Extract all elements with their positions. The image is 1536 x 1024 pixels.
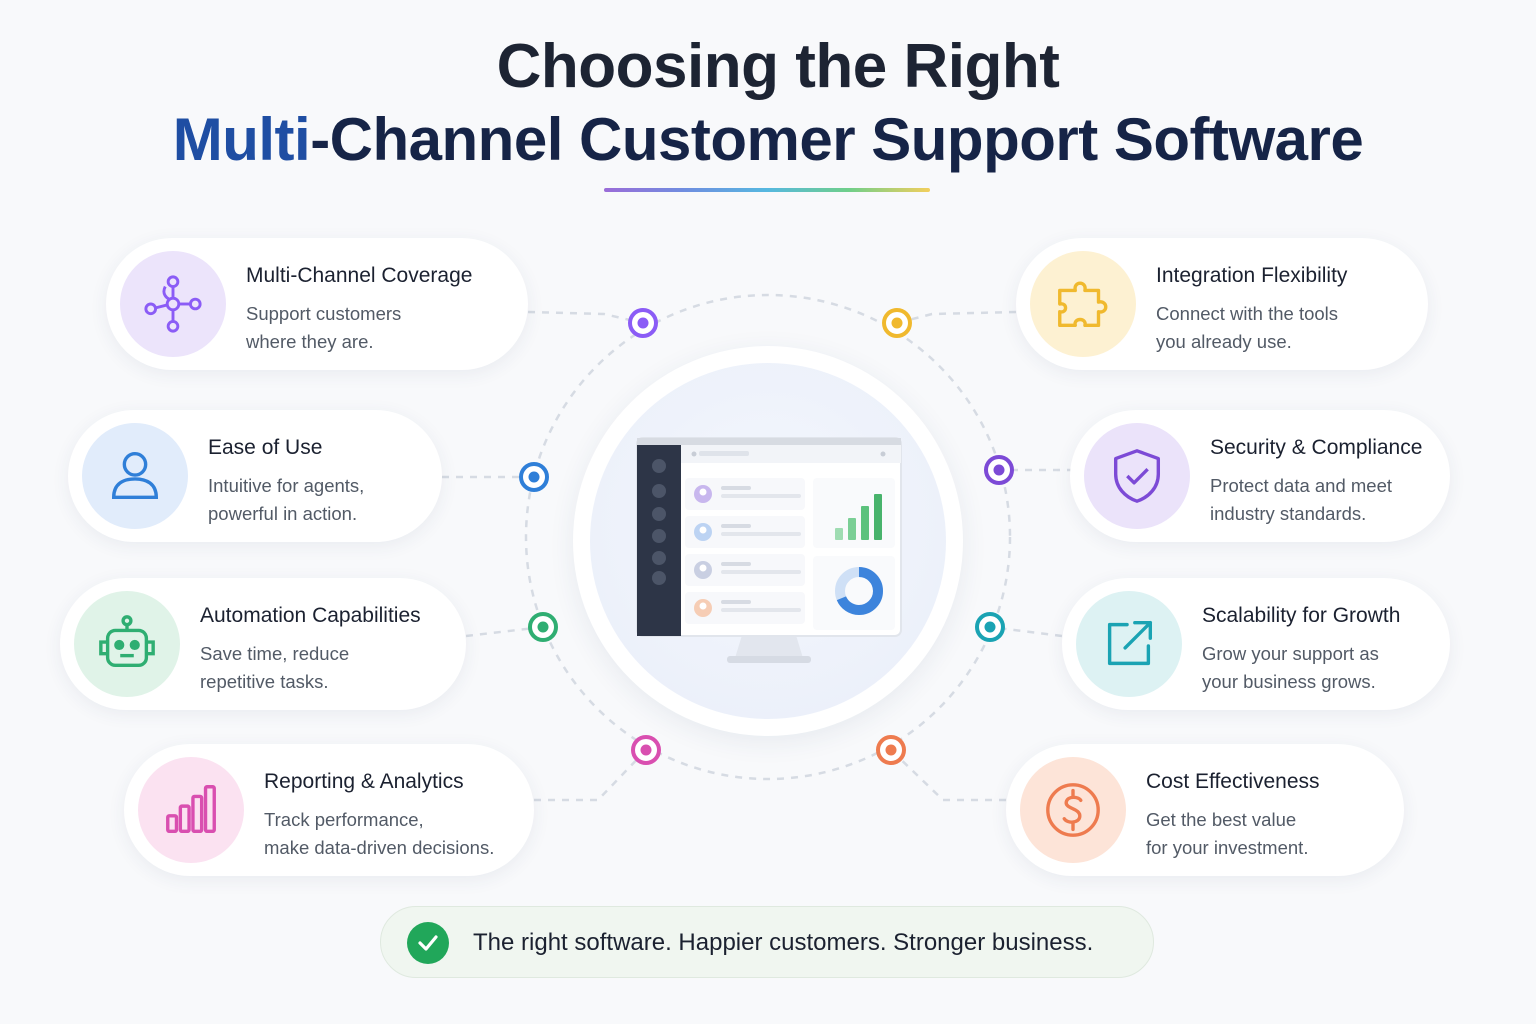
expand-arrow-icon-circle [1076, 591, 1182, 697]
feature-title: Security & Compliance [1210, 436, 1423, 459]
feature-desc-line2: repetitive tasks. [200, 671, 329, 692]
check-circle-icon [407, 922, 449, 964]
network-icon [144, 275, 202, 333]
feature-desc-line1: Get the best value [1146, 809, 1297, 830]
feature-desc-line1: Track performance, [264, 809, 424, 830]
feature-title: Integration Flexibility [1156, 264, 1348, 287]
orbit-ring [524, 293, 1012, 781]
title-rest: -Channel Customer Support Software [310, 106, 1364, 173]
feature-title: Ease of Use [208, 436, 323, 459]
feature-desc-line2: for your investment. [1146, 837, 1309, 858]
feature-card-security-compliance: Security & Compliance Protect data and m… [1070, 410, 1450, 542]
feature-desc-line1: Support customers [246, 303, 402, 324]
feature-card-scalability-growth: Scalability for Growth Grow your support… [1062, 578, 1450, 710]
puzzle-icon-circle [1030, 251, 1136, 357]
node-dots [519, 308, 1014, 765]
feature-desc-line2: you already use. [1156, 331, 1292, 352]
feature-desc-line1: Save time, reduce [200, 643, 350, 664]
puzzle-icon [1058, 281, 1108, 328]
feature-card-reporting-analytics: Reporting & Analytics Track performance,… [124, 744, 534, 876]
user-icon [111, 452, 159, 500]
feature-desc-line2: powerful in action. [208, 503, 358, 524]
user-icon-circle [82, 423, 188, 529]
bar-chart-icon-circle [138, 757, 244, 863]
feature-title: Cost Effectiveness [1146, 770, 1320, 793]
dollar-coin-icon [1046, 783, 1100, 837]
robot-icon-circle [74, 591, 180, 697]
feature-desc-line2: your business grows. [1202, 671, 1376, 692]
feature-desc-line2: where they are. [246, 331, 374, 352]
feature-title: Scalability for Growth [1202, 604, 1401, 627]
title-highlight: Multi [172, 106, 311, 173]
dollar-coin-icon-circle [1020, 757, 1126, 863]
feature-desc-line1: Protect data and meet [1210, 475, 1393, 496]
footer-message: The right software. Happier customers. S… [473, 929, 1094, 956]
expand-arrow-icon [1107, 620, 1153, 666]
title-line-2: Multi-Channel Customer Support Software [0, 104, 1536, 176]
feature-desc-line1: Intuitive for agents, [208, 475, 365, 496]
shield-check-icon [1113, 449, 1161, 503]
shield-check-icon-circle [1084, 423, 1190, 529]
robot-icon [99, 615, 155, 668]
title-underline [604, 188, 930, 192]
bar-chart-icon [166, 785, 216, 834]
feature-card-automation-capabilities: Automation Capabilities Save time, reduc… [60, 578, 466, 710]
feature-desc-line2: industry standards. [1210, 503, 1367, 524]
center-hub [573, 346, 963, 736]
monitor-dashboard-icon [636, 437, 902, 663]
page-header: Choosing the Right Multi-Channel Custome… [0, 30, 1536, 176]
feature-title: Automation Capabilities [200, 604, 421, 627]
feature-desc-line1: Grow your support as [1202, 643, 1379, 664]
feature-card-integration-flexibility: Integration Flexibility Connect with the… [1016, 238, 1428, 370]
feature-desc-line2: make data-driven decisions. [264, 837, 495, 858]
feature-card-multi-channel-coverage: Multi-Channel Coverage Support customers… [106, 238, 528, 370]
feature-card-ease-of-use: Ease of Use Intuitive for agents, powerf… [68, 410, 442, 542]
network-icon-circle [120, 251, 226, 357]
footer-banner: The right software. Happier customers. S… [380, 906, 1154, 978]
feature-title: Multi-Channel Coverage [246, 264, 473, 287]
feature-desc-line1: Connect with the tools [1156, 303, 1339, 324]
feature-title: Reporting & Analytics [264, 770, 464, 793]
feature-card-cost-effectiveness: Cost Effectiveness Get the best value fo… [1006, 744, 1404, 876]
title-line-1: Choosing the Right [496, 32, 1060, 101]
